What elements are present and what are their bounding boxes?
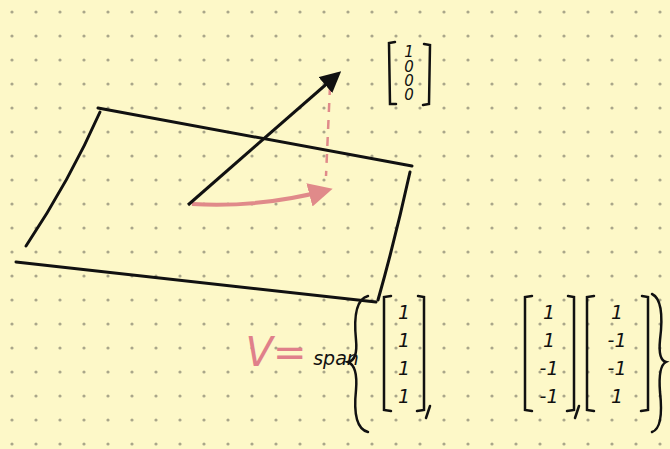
vector-entry: -1 <box>540 359 559 378</box>
vector-entry: -1 <box>608 331 627 350</box>
vector-entry: 1 <box>543 303 555 322</box>
span-word: span <box>313 349 359 368</box>
vector-entry: 1 <box>611 387 623 406</box>
vector-entry: 0 <box>404 74 414 89</box>
vector-entry: 1 <box>398 359 410 378</box>
subspace-name: V= <box>246 332 307 372</box>
vector-entry: 0 <box>404 88 414 103</box>
vector-entry: -1 <box>540 387 559 406</box>
vector-entry: 1 <box>398 331 410 350</box>
vector-entry: 1 <box>398 387 410 406</box>
projection-arrow <box>192 190 328 205</box>
commas <box>426 406 579 418</box>
vector-entry: 0 <box>404 60 414 75</box>
vector-arrow <box>188 74 338 205</box>
vector-entry: 1 <box>404 45 414 60</box>
brackets <box>348 42 666 432</box>
vector-entry: 1 <box>611 303 623 322</box>
plane <box>16 108 412 302</box>
vector-entry: -1 <box>608 359 627 378</box>
projection-dash <box>326 86 330 176</box>
vector-entry: 1 <box>398 303 410 322</box>
vector-entry: 1 <box>543 331 555 350</box>
